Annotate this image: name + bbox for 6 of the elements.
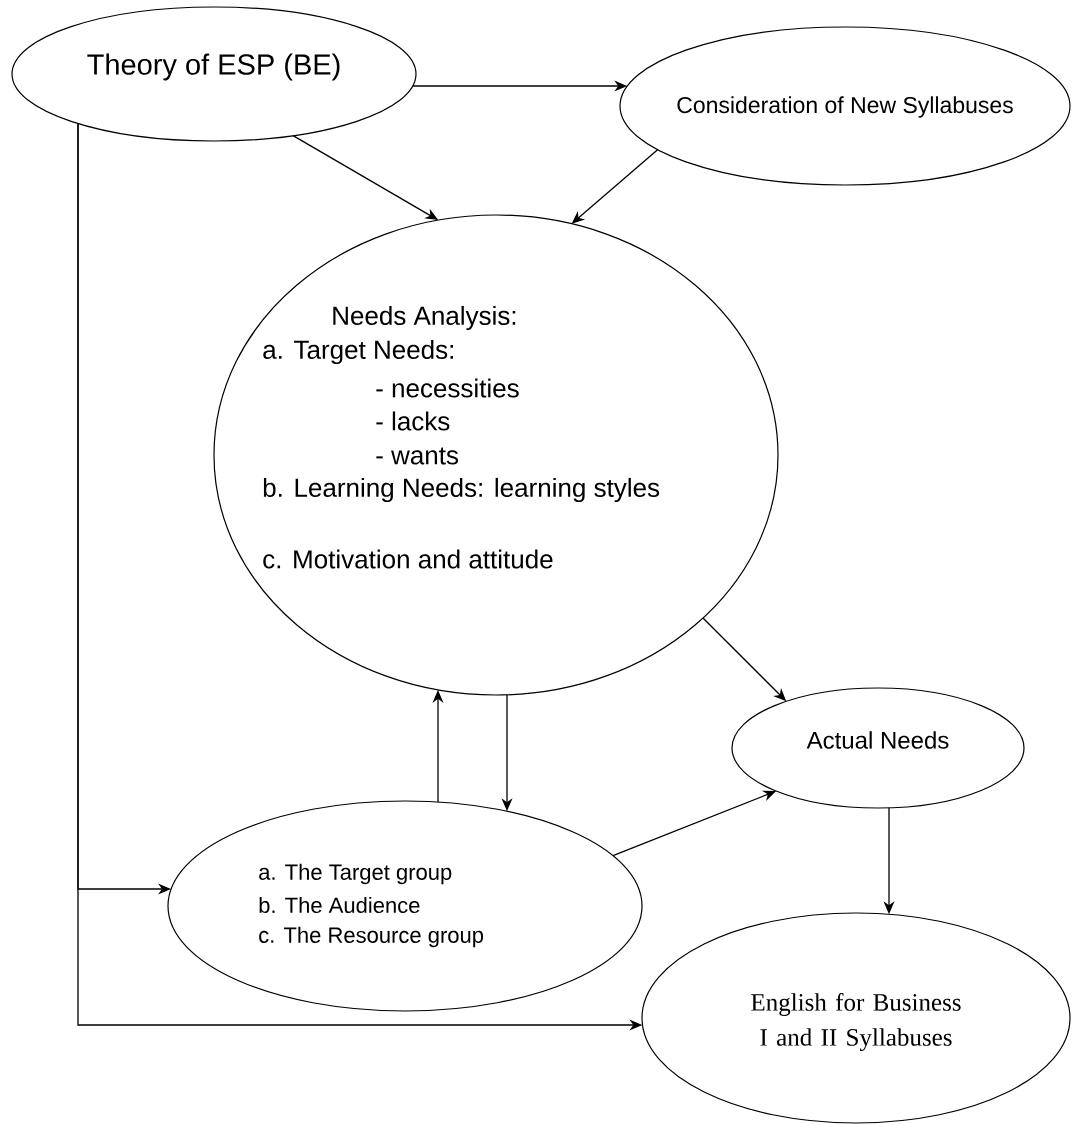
ellipse-node: Consideration of New Syllabuses [619,26,1071,186]
ellipse-node: English for Business I and II Syllabuses [641,912,1071,1124]
ellipse-node: Needs Analysis: a. Target Needs: - necessities - lacks - wants b. Learning Needs: learning styles c. Motivation and attitude [213,214,779,696]
ellipse-node: Theory of ESP (BE) [11,6,417,142]
ellipse-node: a. The Target group b. The Audience c. The Resource group [167,800,643,1012]
ellipse-node: Actual Needs [731,687,1025,809]
